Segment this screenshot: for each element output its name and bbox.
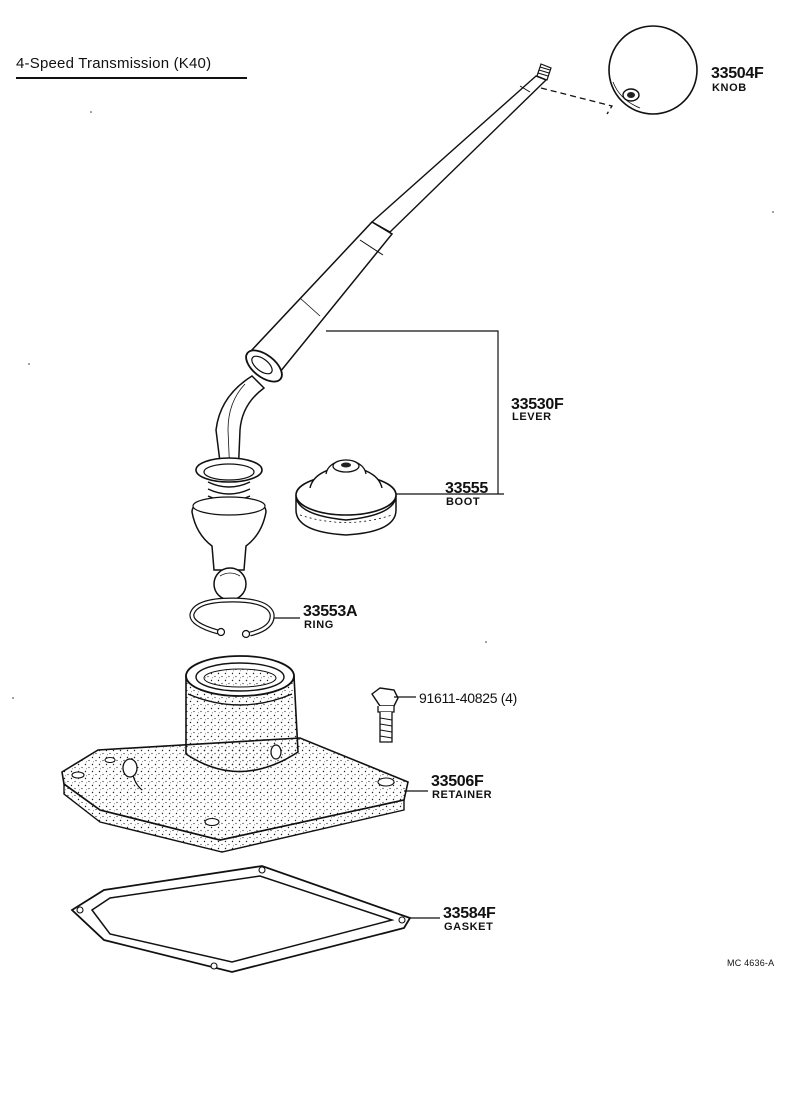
part-name-gasket: GASKET	[444, 921, 494, 933]
paper-specks	[12, 111, 774, 699]
part-number-boot: 33555	[445, 480, 488, 497]
part-number-lever: 33530F	[511, 396, 564, 413]
part-number-bolt: 91611-40825 (4)	[419, 690, 517, 706]
drawing-reference-code: MC 4636-A	[727, 958, 775, 968]
gasket-drawing	[70, 865, 412, 973]
knob-drawing	[608, 25, 698, 115]
lever-drawing	[191, 63, 552, 601]
bolt-drawing	[371, 687, 399, 743]
part-name-retainer: RETAINER	[432, 789, 493, 801]
part-number-ring: 33553A	[303, 603, 358, 620]
title-underline	[16, 77, 247, 79]
knob-leader-dashed	[540, 87, 614, 115]
lever-leader	[326, 330, 499, 494]
part-number-gasket: 33584F	[443, 905, 496, 922]
boot-drawing	[295, 459, 397, 536]
ring-drawing	[189, 597, 275, 639]
part-name-knob: KNOB	[712, 82, 747, 94]
part-number-retainer: 33506F	[431, 773, 484, 790]
part-number-knob: 33504F	[711, 65, 764, 82]
part-name-lever: LEVER	[512, 411, 552, 423]
diagram-title: 4-Speed Transmission (K40)	[16, 55, 212, 72]
retainer-drawing	[61, 655, 409, 853]
leader-lines	[274, 330, 504, 919]
part-name-boot: BOOT	[446, 496, 481, 508]
part-name-ring: RING	[304, 619, 334, 631]
